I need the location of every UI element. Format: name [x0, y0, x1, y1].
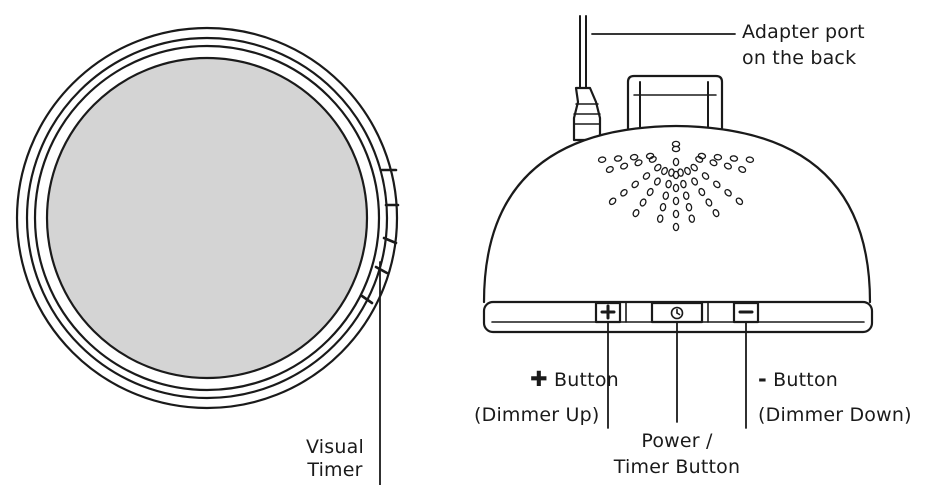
grille-hole	[672, 222, 680, 232]
grille-hole	[672, 157, 680, 167]
timer-label-line2: Timer	[307, 459, 363, 481]
dimmer-up-label: (Dimmer Up)	[474, 404, 600, 426]
outer-ring	[15, 26, 399, 410]
grille-hole	[668, 168, 675, 177]
plus-button-text: Button	[554, 369, 619, 391]
grille-hole	[690, 163, 698, 172]
plus-button-label: ✚ Button	[530, 368, 619, 391]
grille-hole	[632, 209, 640, 218]
grille-hole	[688, 214, 696, 223]
adapter-label-line2: on the back	[742, 47, 857, 69]
grille-hole	[620, 188, 628, 197]
grille-hole	[691, 177, 699, 186]
grille-hole	[662, 191, 670, 200]
speaker-grille	[597, 140, 755, 232]
grille-hole	[608, 197, 617, 206]
timer-tick-4	[374, 265, 389, 275]
dimmer-down-label: (Dimmer Down)	[758, 404, 912, 426]
grille-hole	[677, 168, 684, 177]
grille-hole	[738, 165, 747, 174]
visual-timer-label: Visual Timer	[300, 436, 370, 481]
grille-hole	[672, 183, 680, 193]
timer-tick-3	[382, 236, 398, 245]
grille-hole	[672, 209, 680, 219]
grille-hole	[701, 172, 710, 180]
grille-hole	[713, 153, 723, 161]
grille-hole	[653, 177, 661, 186]
grille-hole	[724, 188, 732, 197]
adapter-label-line1: Adapter port	[742, 21, 865, 43]
grille-hole	[723, 162, 732, 170]
grille-hole	[656, 214, 664, 223]
grille-hole	[648, 155, 657, 163]
grille-hole	[597, 156, 607, 163]
grille-hole	[682, 191, 690, 200]
grille-hole	[745, 156, 755, 163]
grille-hole	[620, 162, 629, 170]
grille-hole	[684, 166, 691, 176]
side-view	[482, 15, 874, 429]
grille-hole	[671, 145, 681, 153]
plus-symbol: ✚	[530, 367, 548, 391]
grille-hole	[697, 152, 707, 160]
timer-label-line1: Visual	[306, 436, 364, 458]
power-label-line2: Timer Button	[613, 456, 741, 478]
grille-hole	[695, 155, 704, 163]
timer-tick-5	[360, 294, 374, 305]
clock-icon	[670, 306, 684, 320]
grille-hole	[634, 159, 643, 167]
second-ring	[25, 36, 389, 400]
inner-ring	[33, 44, 381, 392]
grille-hole	[646, 187, 654, 197]
grille-hole	[665, 179, 672, 189]
grille-hole	[729, 155, 739, 162]
grille-hole	[654, 163, 662, 172]
grille-hole	[685, 202, 693, 212]
grille-hole	[712, 209, 720, 218]
minus-symbol: -	[758, 367, 767, 391]
minus-button-label: - Button	[758, 368, 838, 391]
grille-hole	[629, 153, 639, 161]
grille-hole	[709, 159, 718, 167]
grille-hole	[713, 180, 721, 189]
front-view	[15, 26, 400, 485]
light-lens	[45, 56, 369, 380]
grille-hole	[642, 172, 651, 180]
visual-timer-ticks	[360, 168, 400, 305]
grille-hole	[605, 165, 614, 174]
grille-hole	[661, 166, 668, 176]
minus-button-text: Button	[773, 369, 839, 391]
grille-hole	[659, 202, 667, 212]
grille-hole	[680, 179, 687, 189]
adapter-port-label: Adapter port on the back	[742, 21, 865, 69]
dome-body	[482, 124, 872, 304]
power-label-line1: Power /	[641, 430, 713, 452]
grille-hole	[705, 198, 713, 207]
grille-hole	[672, 196, 680, 206]
grille-hole	[639, 198, 647, 207]
grille-hole	[735, 197, 744, 206]
grille-hole	[698, 187, 706, 197]
grille-hole	[631, 180, 639, 189]
power-timer-label: Power / Timer Button	[602, 430, 752, 478]
dome-stand	[626, 74, 724, 132]
grille-hole	[613, 155, 623, 162]
